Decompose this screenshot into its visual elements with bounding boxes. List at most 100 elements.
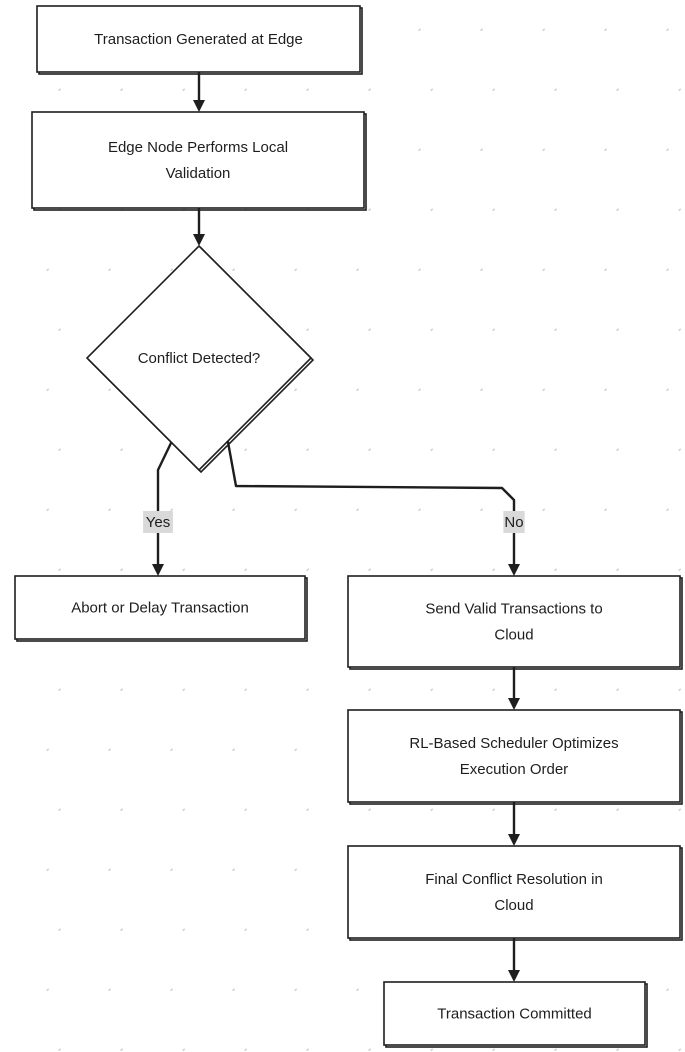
background-dot [58, 1048, 62, 1051]
background-dot [232, 868, 236, 871]
background-dot [306, 568, 310, 571]
edge-generated-to-local-validation [193, 70, 205, 112]
edge-label-no: No [504, 514, 523, 531]
node-label: Conflict Detected? [138, 350, 261, 367]
background-dot [182, 568, 186, 571]
background-dot [542, 388, 546, 391]
background-dot [232, 508, 236, 511]
background-dot [368, 448, 372, 451]
edge-conflict-to-abort: Yes [143, 441, 173, 576]
edge-label-yes: Yes [146, 514, 170, 531]
arrowhead [508, 970, 520, 982]
background-dot [554, 1048, 558, 1051]
background-dot [666, 508, 670, 511]
node-label: Cloud [494, 627, 533, 644]
edge-rl-scheduler-to-final-resolution [508, 800, 520, 846]
background-dot [120, 568, 124, 571]
background-dot [542, 28, 546, 31]
process-box [347, 575, 681, 668]
background-dot [542, 268, 546, 271]
background-dot [492, 88, 496, 91]
background-dot [554, 328, 558, 331]
arrowhead [152, 564, 164, 576]
background-dot [430, 808, 434, 811]
arrowhead [508, 564, 520, 576]
background-dot [542, 148, 546, 151]
background-dot [492, 208, 496, 211]
node-conflict: Conflict Detected? [85, 244, 315, 474]
background-dot [678, 688, 682, 691]
background-dot [616, 808, 620, 811]
process-box [347, 709, 681, 803]
background-dot [666, 28, 670, 31]
background-dot [678, 208, 682, 211]
process-box [14, 575, 306, 640]
background-dot [182, 928, 186, 931]
background-dot [58, 688, 62, 691]
background-dot [306, 1048, 310, 1051]
background-dot [182, 808, 186, 811]
background-dot [46, 988, 50, 991]
background-dot [170, 508, 174, 511]
background-dot [430, 88, 434, 91]
background-dot [554, 568, 558, 571]
background-dot [480, 508, 484, 511]
node-label: Validation [166, 165, 231, 182]
background-dot [232, 268, 236, 271]
edge-final-resolution-to-committed [508, 936, 520, 982]
node-committed: Transaction Committed [383, 981, 648, 1048]
background-dot [108, 508, 112, 511]
background-dot [678, 808, 682, 811]
background-dot [554, 688, 558, 691]
process-box [347, 845, 681, 939]
background-dot [356, 268, 360, 271]
background-dot [108, 868, 112, 871]
process-box [383, 981, 646, 1046]
background-dot [430, 208, 434, 211]
background-dot [356, 388, 360, 391]
edge-local-validation-to-conflict [193, 206, 205, 246]
arrowhead [508, 834, 520, 846]
node-label: Send Valid Transactions to [425, 601, 602, 618]
background-dot [46, 508, 50, 511]
node-label: RL-Based Scheduler Optimizes [409, 735, 618, 752]
background-dot [430, 448, 434, 451]
background-dot [170, 988, 174, 991]
background-dot [170, 268, 174, 271]
background-dot [616, 208, 620, 211]
background-dot [678, 568, 682, 571]
background-dot [418, 268, 422, 271]
background-dot [58, 88, 62, 91]
background-dot [616, 328, 620, 331]
background-dot [604, 388, 608, 391]
background-dot [430, 568, 434, 571]
edge-line [226, 440, 516, 568]
background-dot [108, 388, 112, 391]
background-dot [306, 448, 310, 451]
background-dot [418, 148, 422, 151]
edge-label-background [143, 511, 173, 533]
background-dot [616, 448, 620, 451]
background-dot [666, 148, 670, 151]
background-dot [244, 1048, 248, 1051]
node-label: Cloud [494, 897, 533, 914]
background-dot [368, 568, 372, 571]
background-dot [306, 88, 310, 91]
background-dot [492, 688, 496, 691]
node-generated: Transaction Generated at Edge [36, 5, 363, 75]
background-dot [120, 808, 124, 811]
background-dot [616, 1048, 620, 1051]
background-dot [678, 328, 682, 331]
background-dot [604, 508, 608, 511]
background-dot [182, 1048, 186, 1051]
background-dot [418, 28, 422, 31]
background-dot [480, 148, 484, 151]
background-dot [108, 748, 112, 751]
background-dot [120, 88, 124, 91]
background-dot [244, 928, 248, 931]
background-dot [58, 568, 62, 571]
background-dot [306, 328, 310, 331]
background-dot [120, 1048, 124, 1051]
